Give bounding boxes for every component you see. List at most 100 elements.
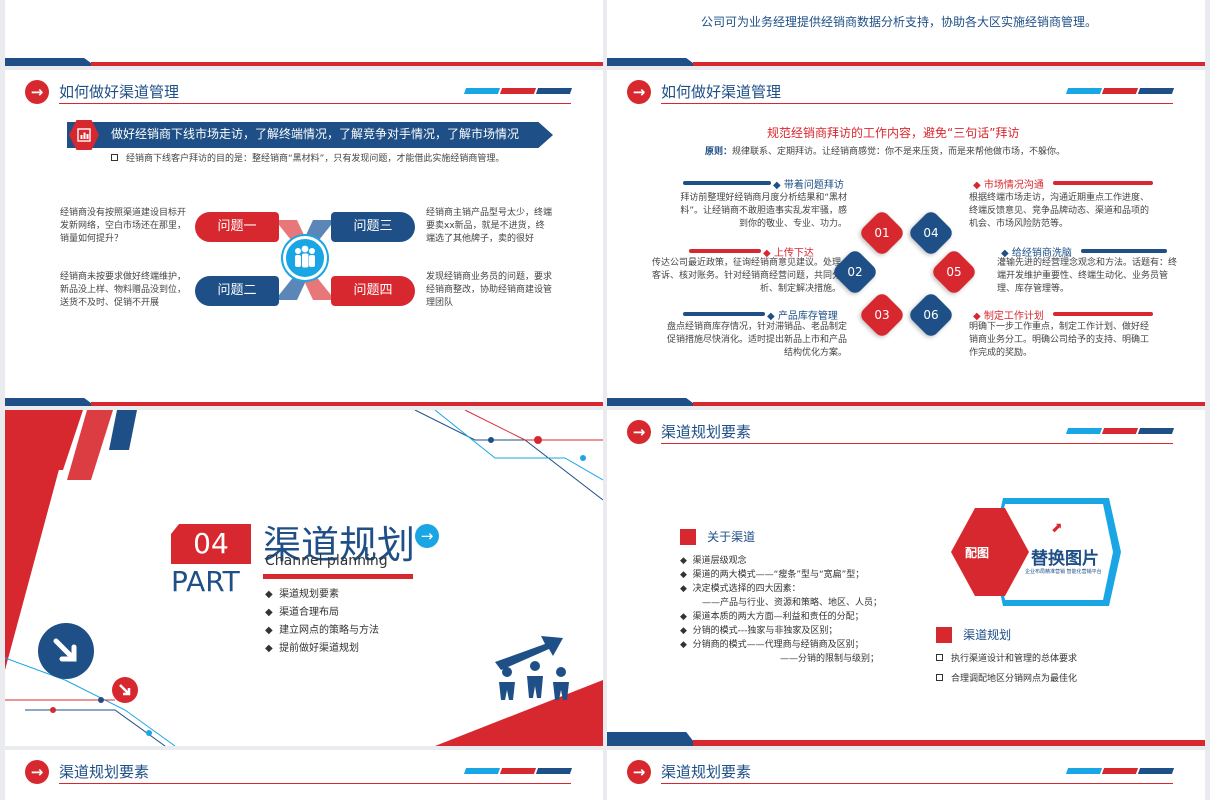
slide-5[interactable]: 04 PART 渠道规划 → Channel planning ◆ 渠道规划要素… [5, 410, 603, 746]
slide-6[interactable]: → 渠道规划要素 关于渠道 ◆ 渠道层级观念 ◆ 渠道的两大模式——“瘦条”型与… [607, 410, 1205, 746]
slide-header: → 如何做好渠道管理 [5, 78, 603, 106]
arrow-right-icon: → [627, 420, 651, 444]
list-item: 合理调配地区分销网点为最佳化 [936, 669, 1077, 689]
item-label-4: ◆ 市场情况沟通 [973, 180, 1044, 191]
team-icon [283, 236, 327, 280]
list-item: ◆ 渠道的两大模式——“瘦条”型与“宽扁”型； [680, 570, 865, 580]
red-square-icon [936, 626, 952, 643]
arrow-circle-icon [38, 623, 94, 679]
bottom-bar [5, 398, 603, 406]
red-square-icon [680, 528, 696, 545]
slide-3[interactable]: → 如何做好渠道管理 做好经销商下线市场走访，了解终端情况，了解竞争对手情况，了… [5, 70, 603, 406]
item-label-3: ◆ 产品库存管理 [767, 311, 838, 322]
item-label-1: ◆ 带着问题拜访 [773, 180, 844, 191]
problem-left-bottom: 经销商未按要求做好终端维护，新品没上样、物料赠品没到位，送货不及时、促销不开展 [60, 272, 187, 308]
problem-left-top: 经销商没有按照渠道建设目标开发新网络，空白市场还在那里，销量如何提升？ [60, 208, 187, 244]
slide-title: 渠道规划要素 [661, 763, 752, 781]
en-underline [263, 574, 413, 579]
item-text-6: 明确下一步工作重点，制定工作计划、做好经销商业务分工。明确公司给予的支持、明确工… [969, 322, 1150, 358]
item-text-5: 灌输先进的经营理念观念和方法。话题有：终端开发维护重要性、终端生动化、业务员管理… [997, 258, 1178, 294]
problem-four-label: 问题四 [331, 276, 415, 306]
slide-header: → 渠道规划要素 [607, 418, 1205, 446]
part-label: PART [171, 565, 240, 598]
list-item: ◆ 分销的模式---独家与非独家及区别； [680, 626, 838, 636]
number-badge-05: 05 [929, 247, 979, 297]
slide-7[interactable]: → 渠道规划要素 [5, 750, 603, 800]
slide-1[interactable] [5, 0, 603, 66]
toc-list: ◆ 渠道规划要素 ◆ 渠道合理布局 ◆ 建立网点的策略与方法 ◆ 提前做好渠道规… [265, 586, 379, 658]
number-badge-04: 04 [906, 208, 956, 258]
square-bullet-icon [936, 654, 943, 661]
slide-2[interactable]: 公司可为业务经理提供经销商数据分析支持，协助各大区实施经销商管理。 [607, 0, 1205, 66]
part-number: 04 [171, 524, 251, 564]
square-bullet-icon [936, 674, 943, 681]
image-arrow-icon: ⬈ [1051, 520, 1063, 536]
teamwork-icon [495, 636, 569, 700]
image-badge: 配图 [965, 546, 990, 560]
list-item: ——产品与行业、资源和策略、地区、人员； [702, 598, 883, 608]
square-bullet-icon [111, 154, 118, 161]
slide-2-text: 公司可为业务经理提供经销商数据分析支持，协助各大区实施经销商管理。 [701, 15, 1098, 29]
problem-three-label: 问题三 [331, 212, 415, 242]
number-badge-03: 03 [857, 290, 907, 340]
list-item: ——分销的限制与级别； [780, 654, 880, 664]
subtitle: 规范经销商拜访的工作内容，避免“三句话”拜访 [767, 126, 1020, 140]
problem-right-top: 经销商主销产品型号太少，终端要卖xx新品，就是不进货，终端选了其他牌子，卖的很好 [426, 208, 553, 244]
toc-item: ◆ 建立网点的策略与方法 [265, 625, 380, 636]
note-content: 经销商下线客户拜访的目的是：整经销商“黑材料”，只有发现问题，才能借此实施经销商… [126, 154, 505, 164]
decor-shapes [5, 410, 603, 746]
item-text-3: 盘点经销商库存情况，针对滞销品、老品制定促销措施尽快消化。适时提出新品上市和产品… [667, 322, 848, 358]
chart-icon [69, 120, 99, 150]
arrow-right-icon: → [415, 524, 439, 548]
slide-title: 如何做好渠道管理 [59, 83, 180, 101]
arrow-right-icon: → [25, 760, 49, 784]
principle: 原则：规律联系、定期拜访。让经销商感觉：你不是来压货，而是来帮他做市场，不躲你。 [705, 146, 1065, 159]
section-title: 渠道规划 [263, 523, 416, 567]
section-2-title: 渠道规划 [963, 628, 1012, 642]
toc-item: ◆ 渠道规划要素 [265, 589, 340, 600]
bottom-bar [5, 58, 603, 66]
bottom-bar [607, 732, 1205, 746]
list-item: ◆ 决定模式选择的四大因素： [680, 584, 801, 594]
number-badge-01: 01 [857, 208, 907, 258]
arrow-right-icon: → [25, 80, 49, 104]
number-badge-06: 06 [906, 290, 956, 340]
problem-one-label: 问题一 [195, 212, 279, 242]
banner-text: 做好经销商下线市场走访，了解终端情况，了解竞争对手情况，了解市场情况 [111, 127, 520, 141]
list-item: ◆ 渠道层级观念 [680, 556, 747, 566]
slide-4[interactable]: → 如何做好渠道管理 规范经销商拜访的工作内容，避免“三句话”拜访 原则：规律联… [607, 70, 1205, 406]
banner [67, 122, 553, 148]
item-text-2: 传达公司最近政策，征询经销商意见建议。处理客诉、核对账务。针对经销商经营问题，共… [651, 258, 841, 294]
note-text: 经销商下线客户拜访的目的是：整经销商“黑材料”，只有发现问题，才能借此实施经销商… [111, 153, 504, 166]
item-text-1: 拜访前整理好经销商月度分析结果和“黑材料”。让经销商不敢胆造事实乱发牢骚，感到你… [680, 193, 847, 229]
list-item: 执行渠道设计和管理的总体要求 [936, 649, 1077, 669]
section-1-list: ◆ 渠道层级观念 ◆ 渠道的两大模式——“瘦条”型与“宽扁”型； ◆ 决定模式选… [680, 554, 882, 666]
slide-8[interactable]: → 渠道规划要素 [607, 750, 1205, 800]
section-1-header: 关于渠道 [680, 526, 755, 545]
image-card: 配图 替换图片 企业布局精准营销 智能化营销平台 ⬈ [945, 494, 1121, 610]
number-badge-02: 02 [830, 247, 880, 297]
section-1-title: 关于渠道 [707, 530, 756, 544]
slide-title: 渠道规划要素 [661, 423, 752, 441]
item-label-5: ◆ 给经销商洗脑 [1001, 248, 1072, 259]
slide-header: → 渠道规划要素 [5, 758, 603, 786]
section-2-header: 渠道规划 [936, 624, 1011, 643]
image-title: 替换图片 [1031, 549, 1099, 569]
bottom-bar [607, 58, 1205, 66]
item-label-6: ◆ 制定工作计划 [973, 311, 1044, 322]
arrow-right-icon: → [627, 760, 651, 784]
section-en: Channel planning [265, 553, 388, 569]
small-arrow-icon [112, 677, 138, 703]
toc-item: ◆ 提前做好渠道规划 [265, 643, 360, 654]
problem-right-bottom: 发现经销商业务员的问题，要求经销商整改，协助经销商建设管理团队 [426, 272, 553, 308]
image-subtitle: 企业布局精准营销 智能化营销平台 [1025, 569, 1102, 575]
slide-header: → 如何做好渠道管理 [607, 78, 1205, 106]
list-item: ◆ 渠道本质的两大方面—利益和责任的分配； [680, 612, 864, 622]
slide-header: → 渠道规划要素 [607, 758, 1205, 786]
item-label-2: ◆ 上传下达 [763, 248, 814, 259]
section-2-list: 执行渠道设计和管理的总体要求 合理调配地区分销网点为最佳化 [936, 649, 1077, 689]
list-item: ◆ 分销商的模式——代理商与经销商及区别； [680, 640, 864, 650]
principle-text: 规律联系、定期拜访。让经销商感觉：你不是来压货，而是来帮他做市场，不躲你。 [732, 147, 1066, 157]
slide-title: 如何做好渠道管理 [661, 83, 782, 101]
principle-label: 原则： [705, 147, 733, 157]
